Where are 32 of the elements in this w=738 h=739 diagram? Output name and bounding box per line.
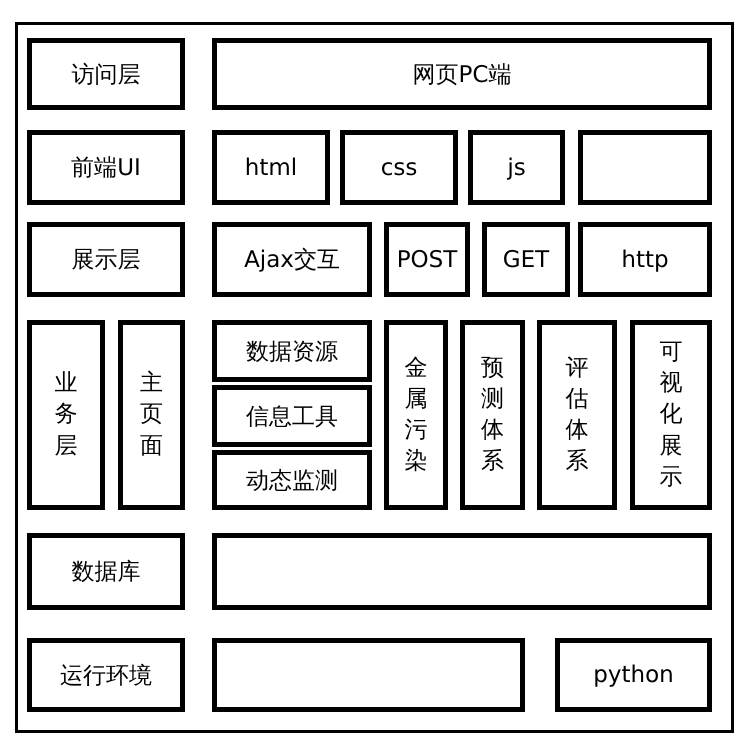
empty-box [212,533,712,610]
vertical-text: 金属污染 [404,354,428,476]
component-box [118,320,185,510]
vertical-text: 预测体系 [480,354,505,476]
vertical-text: 业务层 [54,369,78,461]
component-box [537,320,617,510]
component-box [630,320,712,510]
component-box: Ajax交互 [212,222,372,297]
vertical-text: 可视化展示 [658,338,684,492]
empty-box [578,130,712,205]
vertical-text: 评估体系 [564,354,590,476]
layer-name-box [27,320,105,510]
component-box: html [212,130,330,205]
component-box: 网页PC端 [212,38,712,110]
component-box: js [468,130,565,205]
empty-box [212,638,525,712]
component-box: python [555,638,712,712]
component-box [460,320,525,510]
component-box [384,320,448,510]
component-box: 数据资源 [212,320,372,382]
component-box: 信息工具 [212,385,372,447]
layer-name-box: 展示层 [27,222,185,297]
component-box: http [578,222,712,297]
layer-name-box: 前端UI [27,130,185,205]
layer-name-box: 访问层 [27,38,185,110]
layer-name-box: 运行环境 [27,638,185,712]
component-box: 动态监测 [212,450,372,510]
component-box: GET [482,222,570,297]
component-box: POST [384,222,470,297]
component-box: css [340,130,458,205]
vertical-text: 主页面 [139,369,164,461]
layer-name-box: 数据库 [27,533,185,610]
